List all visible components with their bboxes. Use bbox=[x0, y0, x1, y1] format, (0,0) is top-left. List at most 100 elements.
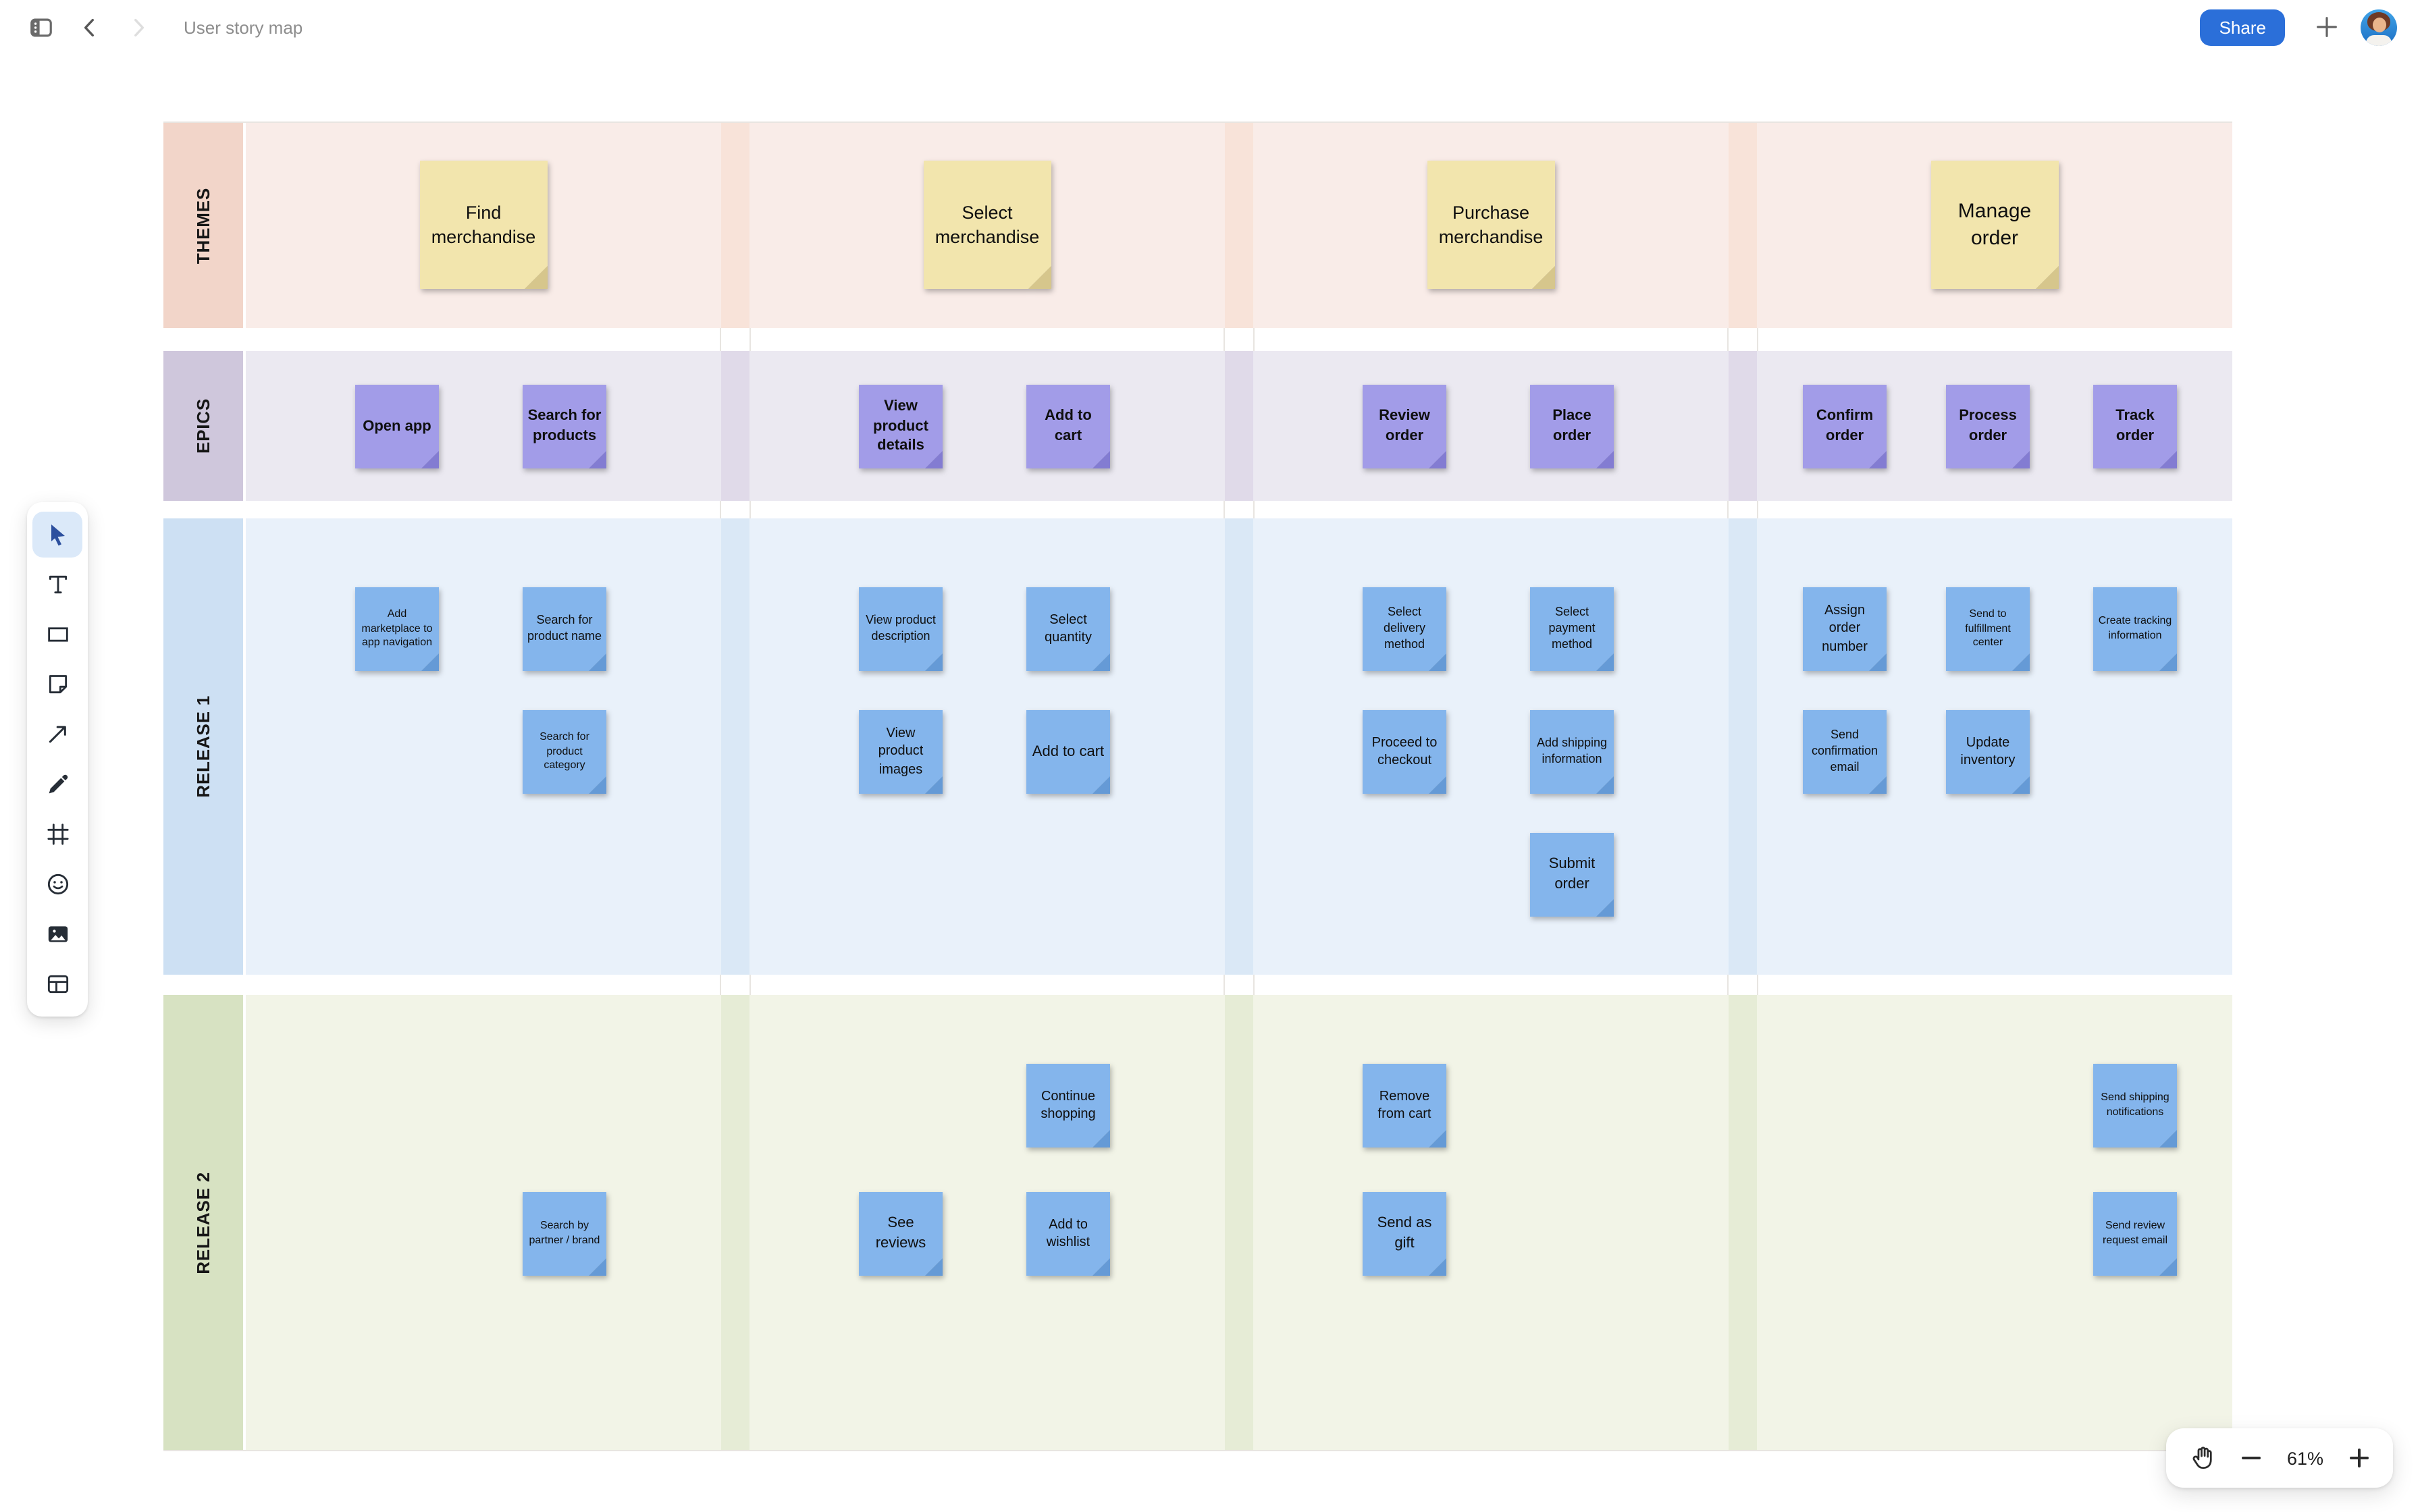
row-header: RELEASE 1 bbox=[163, 518, 243, 975]
sticky-note-epic[interactable]: Place order bbox=[1530, 385, 1614, 468]
text-icon bbox=[48, 575, 67, 594]
sticky-text: Add to cart bbox=[1032, 743, 1105, 760]
sticky-note-release[interactable]: Proceed to checkout bbox=[1363, 710, 1446, 794]
sticky-note-release[interactable]: Add to cart bbox=[1026, 710, 1110, 794]
sticky-text: Open app bbox=[363, 418, 431, 435]
tool-marker[interactable] bbox=[32, 761, 82, 807]
zoom-in-button[interactable] bbox=[2348, 1447, 2370, 1469]
frame-icon bbox=[47, 824, 68, 845]
avatar[interactable] bbox=[2361, 9, 2397, 45]
sticky-note-theme[interactable]: Manage order bbox=[1930, 161, 2059, 289]
sticky-paper bbox=[1803, 587, 1887, 671]
sticky-paper bbox=[859, 1192, 943, 1276]
sticky-note-release[interactable]: View product images bbox=[859, 710, 943, 794]
sticky-note-epic[interactable]: Process order bbox=[1946, 385, 2030, 468]
column-gap bbox=[721, 351, 749, 501]
zoom-level[interactable]: 61% bbox=[2286, 1448, 2324, 1468]
sticky-note-release[interactable]: Select payment method bbox=[1530, 587, 1614, 671]
sticky-paper bbox=[1363, 710, 1446, 794]
sticky-note-epic[interactable]: Review order bbox=[1363, 385, 1446, 468]
column-gap bbox=[721, 123, 749, 328]
column-gap bbox=[1224, 351, 1253, 501]
sticky-text: View product details bbox=[873, 398, 928, 454]
tool-text[interactable] bbox=[32, 562, 82, 608]
sticky-note-release[interactable]: Search by partner / brand bbox=[523, 1192, 606, 1276]
sticky-text: Search for products bbox=[527, 408, 602, 444]
sticky-note-release[interactable]: Send confirmation email bbox=[1803, 710, 1887, 794]
sticky-note-release[interactable]: Create tracking information bbox=[2093, 587, 2177, 671]
sticky-note-epic[interactable]: Search for products bbox=[523, 385, 606, 468]
sticky-text: Confirm order bbox=[1816, 408, 1874, 444]
sticky-text: Submit order bbox=[1548, 856, 1596, 892]
sticky-text: Create tracking information bbox=[2098, 614, 2172, 641]
back-button[interactable] bbox=[73, 11, 105, 43]
tool-table[interactable] bbox=[32, 961, 82, 1007]
sticky-paper bbox=[1946, 385, 2030, 468]
row-label: THEMES bbox=[193, 187, 213, 264]
sticky-text: Search by partner / brand bbox=[529, 1219, 600, 1246]
forward-button[interactable] bbox=[122, 11, 154, 43]
sticky-note-release[interactable]: View product description bbox=[859, 587, 943, 671]
sidebar-toggle-button[interactable] bbox=[24, 11, 57, 43]
hand-tool-button[interactable] bbox=[2189, 1443, 2219, 1473]
tool-select[interactable] bbox=[32, 512, 82, 558]
sticky-text: Update inventory bbox=[1960, 735, 2016, 768]
sticky-note-release[interactable]: See reviews bbox=[859, 1192, 943, 1276]
sticky-text: Manage order bbox=[1957, 199, 2032, 249]
sticky-paper bbox=[1930, 161, 2059, 289]
sticky-paper bbox=[1363, 587, 1446, 671]
sticky-note-release[interactable]: Search for product category bbox=[523, 710, 606, 794]
sticky-note-release[interactable]: Select quantity bbox=[1026, 587, 1110, 671]
tool-sticky-note[interactable] bbox=[32, 662, 82, 707]
sticky-note-epic[interactable]: Confirm order bbox=[1803, 385, 1887, 468]
sticky-paper bbox=[1530, 833, 1614, 917]
zoom-out-button[interactable] bbox=[2240, 1447, 2262, 1469]
sticky-text: Review order bbox=[1379, 408, 1430, 444]
sticky-note-release[interactable]: Send to fulfillment center bbox=[1946, 587, 2030, 671]
tool-arrow[interactable] bbox=[32, 711, 82, 757]
sticky-note-release[interactable]: Submit order bbox=[1530, 833, 1614, 917]
topbar-left: User story map bbox=[0, 11, 302, 43]
sticky-note-epic[interactable]: View product details bbox=[859, 385, 943, 468]
sidebar-icon bbox=[30, 18, 51, 36]
tool-sticker[interactable] bbox=[32, 861, 82, 907]
sticky-note-theme[interactable]: Select merchandise bbox=[923, 161, 1051, 289]
sticky-note-release[interactable]: Continue shopping bbox=[1026, 1064, 1110, 1148]
sticky-paper bbox=[1803, 710, 1887, 794]
sticky-text: Assign order number bbox=[1822, 603, 1868, 655]
sticky-note-theme[interactable]: Purchase merchandise bbox=[1427, 161, 1555, 289]
sticky-note-release[interactable]: Search for product name bbox=[523, 587, 606, 671]
sticky-text: Find merchandise bbox=[431, 202, 536, 246]
sticky-text: Continue shopping bbox=[1041, 1089, 1096, 1122]
sticky-note-release[interactable]: Send shipping notifications bbox=[2093, 1064, 2177, 1148]
sticky-note-theme[interactable]: Find merchandise bbox=[419, 161, 548, 289]
sticky-note-release[interactable]: Update inventory bbox=[1946, 710, 2030, 794]
sticky-note-release[interactable]: Add to wishlist bbox=[1026, 1192, 1110, 1276]
tool-frame[interactable] bbox=[32, 811, 82, 857]
sticky-paper bbox=[2093, 385, 2177, 468]
sticky-note-release[interactable]: Add marketplace to app navigation bbox=[355, 587, 439, 671]
sticky-note-release[interactable]: Send review request email bbox=[2093, 1192, 2177, 1276]
row-band bbox=[749, 351, 1225, 501]
sticky-note-release[interactable]: Assign order number bbox=[1803, 587, 1887, 671]
sticky-paper bbox=[523, 587, 606, 671]
sticky-note-epic[interactable]: Add to cart bbox=[1026, 385, 1110, 468]
column-gap bbox=[1729, 995, 1757, 1450]
image-icon bbox=[47, 926, 68, 942]
sticky-text: Proceed to checkout bbox=[1371, 735, 1438, 768]
sticky-note-release[interactable]: Remove from cart bbox=[1363, 1064, 1446, 1148]
sticky-note-release[interactable]: Select delivery method bbox=[1363, 587, 1446, 671]
sticky-text: Add marketplace to app navigation bbox=[361, 608, 433, 649]
sticky-paper bbox=[859, 385, 943, 468]
tool-shape[interactable] bbox=[32, 612, 82, 657]
new-board-button[interactable] bbox=[2311, 11, 2343, 43]
rectangle-icon bbox=[47, 627, 68, 642]
sticky-note-epic[interactable]: Track order bbox=[2093, 385, 2177, 468]
tool-image[interactable] bbox=[32, 911, 82, 957]
sticky-text: View product images bbox=[878, 726, 924, 778]
sticky-note-epic[interactable]: Open app bbox=[355, 385, 439, 468]
share-button[interactable]: Share bbox=[2200, 9, 2285, 45]
sticky-note-release[interactable]: Send as gift bbox=[1363, 1192, 1446, 1276]
sticky-note-release[interactable]: Add shipping information bbox=[1530, 710, 1614, 794]
